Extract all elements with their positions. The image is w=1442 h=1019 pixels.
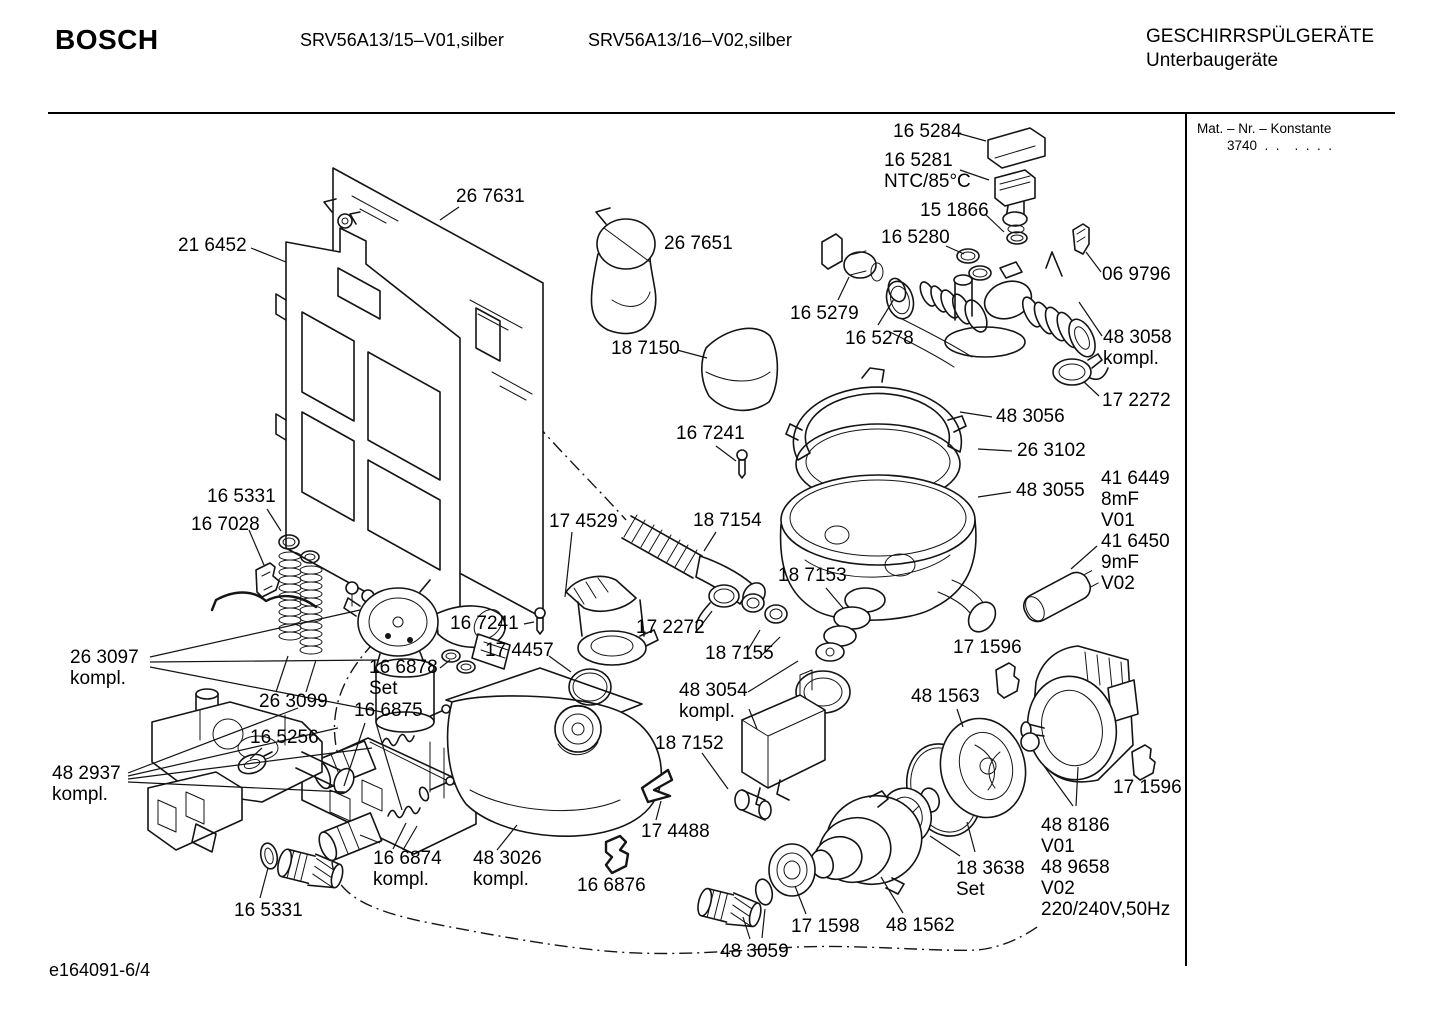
bearing-17-1598 [768, 843, 816, 897]
hose-clamp-17-2272-a [1052, 353, 1109, 386]
document-title-line2: Unterbaugeräte [1146, 50, 1279, 71]
inlet-assembly-26-3097 [210, 579, 511, 733]
material-number-label: Mat. – Nr. – Konstante [1197, 121, 1332, 136]
document-title-line1: GESCHIRRSPÜLGERÄTE [1146, 26, 1375, 47]
bracket-17-4529 [565, 575, 659, 666]
solenoid-valves-16-6874-75 [312, 704, 455, 862]
document-id: e164091-6/4 [49, 960, 151, 980]
clip-17-4488 [640, 768, 674, 804]
o-ring-15-1866 [1006, 231, 1028, 245]
clip-16-5256 [237, 751, 273, 775]
hose-clamp-17-2272-b [695, 584, 740, 632]
heater-assembly-48-3058 [889, 251, 1096, 368]
leader-lines [127, 132, 1103, 940]
cover-18-7150 [701, 327, 779, 412]
springs-26-3099 [278, 550, 323, 655]
clip-17-1596-b [1131, 744, 1156, 781]
capacitor-41-6449 [1022, 570, 1099, 623]
clamp-ring-48-3056 [785, 367, 967, 461]
o-ring-16-5331-top [278, 534, 300, 550]
dispenser-funnel-26-7651 [590, 207, 657, 335]
clip-06-9796 [1072, 223, 1090, 255]
switch-assembly-48-3054 [741, 669, 826, 811]
screw-16-7241-a [736, 449, 748, 479]
pump-outlet-48-3059 [697, 878, 774, 928]
pump-housing-48-1562 [809, 790, 923, 895]
clip-16-6876 [604, 834, 630, 875]
sump-48-3055 [779, 474, 997, 633]
thermostat-cover-16-5284 [987, 127, 1046, 169]
part-18-7152 [734, 789, 772, 821]
elbow-18-7153 [795, 587, 886, 714]
valve-16-5279 [821, 233, 884, 282]
header-rule [48, 112, 1395, 114]
motor-48-8186 [1020, 645, 1139, 783]
material-number-value: 3740 . . . . . . [1227, 138, 1333, 153]
document-title: GESCHIRRSPÜLGERÄTE Unterbaugeräte [1146, 25, 1374, 73]
side-rule [1185, 112, 1187, 966]
o-rings-16-5280 [956, 248, 992, 281]
inner-door-panel-21-6452 [275, 198, 461, 645]
model-variant-right: SRV56A13/16–V02,silber [588, 30, 792, 50]
valve-housing-48-2937 [147, 688, 355, 853]
screw-16-7241-b [534, 607, 546, 635]
o-ring-16-5278 [885, 277, 915, 320]
rings-16-6878 [441, 649, 476, 674]
hose-fitting-16-5331 [259, 842, 344, 889]
seals-18-7155 [741, 593, 788, 624]
model-variant-left: SRV56A13/15–V01,silber [300, 30, 504, 50]
bosch-logo: BOSCH [55, 24, 159, 55]
material-number-box: Mat. – Nr. – Konstante 3740 . . . . . . [1197, 120, 1332, 154]
o-ring-17-4457 [568, 668, 612, 706]
ntc-sensor-16-5281 [994, 169, 1036, 234]
clip-17-1596-a [995, 662, 1020, 699]
bracket-16-7028 [255, 562, 280, 598]
